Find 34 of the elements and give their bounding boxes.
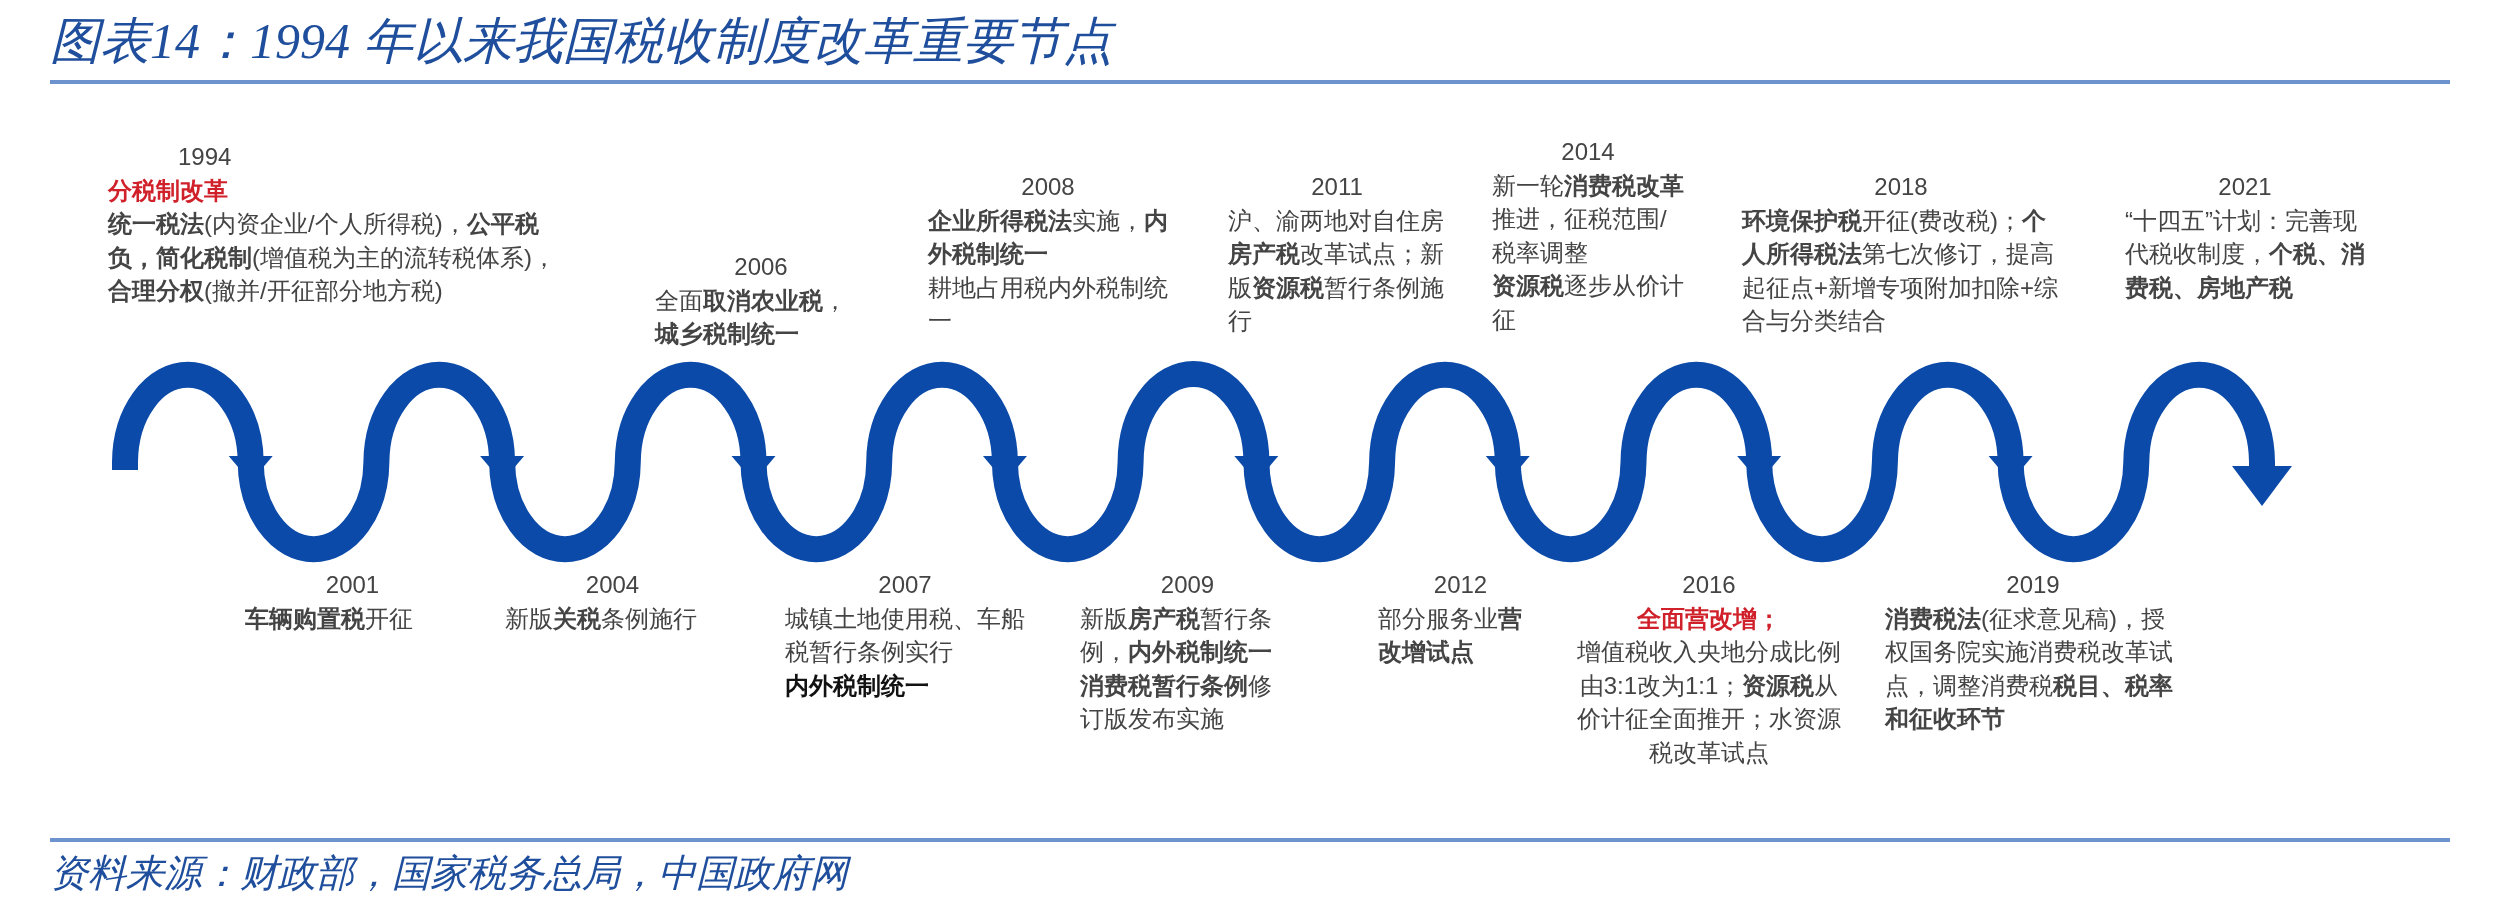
milestone-description: 增值税收入央地分成比例由3:1改为1:1；资源税从价计征全面推开；水资源税改革试点 <box>1576 637 1842 768</box>
milestone-description: 新版房产税暂行条例，内外税制统一 <box>1080 603 1273 668</box>
year-label: 2014 <box>1560 137 1616 167</box>
milestone-heading: 分税制改革 <box>108 175 229 206</box>
year-label: 2021 <box>2217 172 2273 202</box>
milestone-description: 新版关税条例施行 <box>505 603 698 634</box>
year-label: 2019 <box>2005 570 2061 600</box>
milestone-description: 新一轮消费税改革推进，征税范围/税率调整 <box>1492 170 1684 268</box>
year-label: 2001 <box>324 570 381 600</box>
milestone-description: 车辆购置税开征 <box>245 603 414 634</box>
milestone-description: 企业所得税法实施，内外税制统一 <box>928 205 1168 270</box>
milestone-description: 耕地占用税内外税制统一 <box>928 272 1168 337</box>
year-label: 2004 <box>584 570 641 600</box>
milestone-description: 内外税制统一 <box>785 670 930 701</box>
year-label: 2006 <box>733 252 789 282</box>
milestone-description: 消费税法(征求意见稿)，授权国务院实施消费税改革试点，调整消费税税目、税率和征收环节 <box>1885 603 2174 735</box>
milestone-description: “十四五”计划：完善现代税收制度，个税、消费税、房地产税 <box>2125 205 2365 303</box>
milestone-description: 消费税暂行条例修订版发布实施 <box>1080 670 1273 735</box>
year-label: 1994 <box>178 142 233 172</box>
milestone-description: 全面取消农业税，城乡税制统一 <box>655 285 848 350</box>
year-label: 2016 <box>1681 570 1737 600</box>
milestone-heading: 全面营改增； <box>1636 603 1782 634</box>
year-label: 2008 <box>1020 172 1076 202</box>
year-label: 2007 <box>877 570 933 600</box>
milestone-description: 环境保护税开征(费改税)；个人所得税法第七次修订，提高起征点+新增专项附加扣除+综合与分类结合 <box>1742 205 2060 337</box>
milestone-description: 资源税逐步从价计征 <box>1492 271 1684 335</box>
milestone-description: 统一税法(内资企业/个人所得税)，公平税负，简化税制(增值税为主的流转税体系)，合理分权(撤并/开征部分地方税) <box>108 209 557 307</box>
milestone-description: 城镇土地使用税、车船税暂行条例实行 <box>785 603 1025 668</box>
year-label: 2009 <box>1159 570 1216 600</box>
year-label: 2011 <box>1310 172 1364 202</box>
milestone-description: 沪、渝两地对自住房房产税改革试点；新版资源税暂行条例施行 <box>1228 205 1445 337</box>
milestone-description: 部分服务业营改增试点 <box>1378 603 1523 668</box>
year-label: 2018 <box>1873 172 1929 202</box>
year-label: 2012 <box>1432 570 1489 600</box>
